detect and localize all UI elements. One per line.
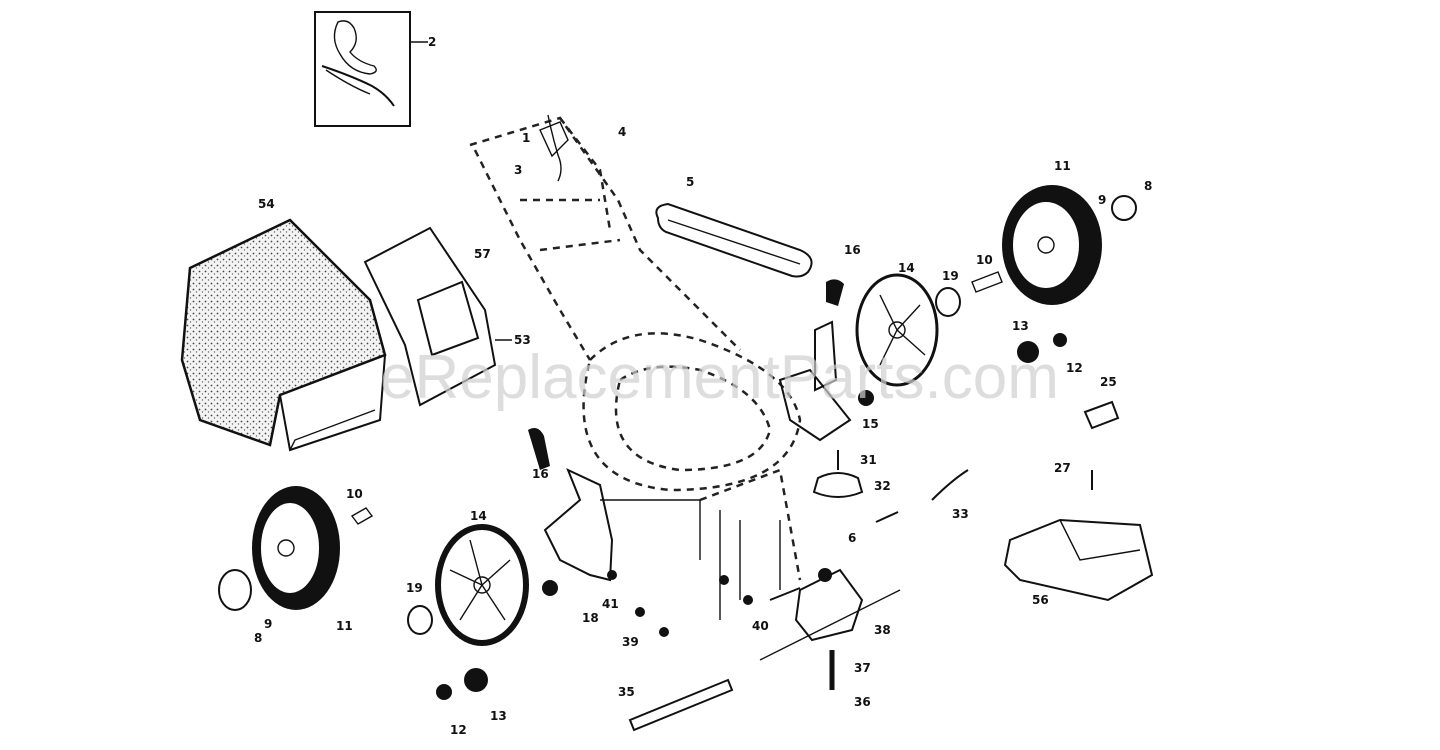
callout-37: 37 xyxy=(854,661,871,675)
callout-10-lower: 10 xyxy=(346,487,363,501)
callout-8-lower: 8 xyxy=(254,631,262,645)
callout-19-upper: 19 xyxy=(942,269,959,283)
callout-4: 4 xyxy=(618,125,626,139)
drive-belt xyxy=(655,202,813,278)
callout-33: 33 xyxy=(952,507,969,521)
callout-14-upper: 14 xyxy=(898,261,915,275)
control-cable-inset xyxy=(314,11,428,127)
bag-frame xyxy=(363,226,512,407)
callout-15: 15 xyxy=(862,417,879,431)
callout-3: 3 xyxy=(514,163,522,177)
watermark-text: eReplacementParts.com xyxy=(380,343,1059,412)
callout-11-upper: 11 xyxy=(1054,159,1071,173)
discharge-chute xyxy=(1003,400,1154,602)
callout-5: 5 xyxy=(686,175,694,189)
callout-12-upper: 12 xyxy=(1066,361,1083,375)
callout-16-upper: 16 xyxy=(844,243,861,257)
part-callouts: 2 4 1 3 5 54 57 53 16 14 19 10 11 9 8 13… xyxy=(254,35,1152,737)
callout-25: 25 xyxy=(1100,375,1117,389)
callout-8-upper: 8 xyxy=(1144,179,1152,193)
callout-9-lower: 9 xyxy=(264,617,272,631)
callout-13-upper: 13 xyxy=(1012,319,1029,333)
callout-57: 57 xyxy=(474,247,491,261)
callout-14-lower: 14 xyxy=(470,509,487,523)
callout-18: 18 xyxy=(582,611,599,625)
callout-27: 27 xyxy=(1054,461,1071,475)
callout-54: 54 xyxy=(258,197,275,211)
drive-gear-right xyxy=(855,271,1003,387)
callout-6: 6 xyxy=(848,531,856,545)
callout-31: 31 xyxy=(860,453,877,467)
rear-wheel-right xyxy=(1002,185,1137,363)
callout-16-lower: 16 xyxy=(532,467,549,481)
callout-2: 2 xyxy=(428,35,436,49)
callout-1: 1 xyxy=(522,131,530,145)
callout-19-lower: 19 xyxy=(406,581,423,595)
callout-9-upper: 9 xyxy=(1098,193,1106,207)
callout-56: 56 xyxy=(1032,593,1049,607)
drive-bracket-right xyxy=(778,279,874,442)
drive-gear-left xyxy=(407,524,558,700)
callout-53: 53 xyxy=(514,333,531,347)
callout-36: 36 xyxy=(854,695,871,709)
callout-10-upper: 10 xyxy=(976,253,993,267)
handle-and-deck-outline xyxy=(469,114,802,581)
callout-35: 35 xyxy=(618,685,635,699)
callout-32: 32 xyxy=(874,479,891,493)
callout-38: 38 xyxy=(874,623,891,637)
grass-bag xyxy=(180,218,387,452)
callout-11-lower: 11 xyxy=(336,619,353,633)
callout-41: 41 xyxy=(602,597,619,611)
transmission xyxy=(600,450,969,732)
rear-wheel-left xyxy=(218,486,374,611)
callout-13-lower: 13 xyxy=(490,709,507,723)
callout-40: 40 xyxy=(752,619,769,633)
drive-bracket-left xyxy=(528,428,617,582)
callout-12-lower: 12 xyxy=(450,723,467,737)
callout-39: 39 xyxy=(622,635,639,649)
